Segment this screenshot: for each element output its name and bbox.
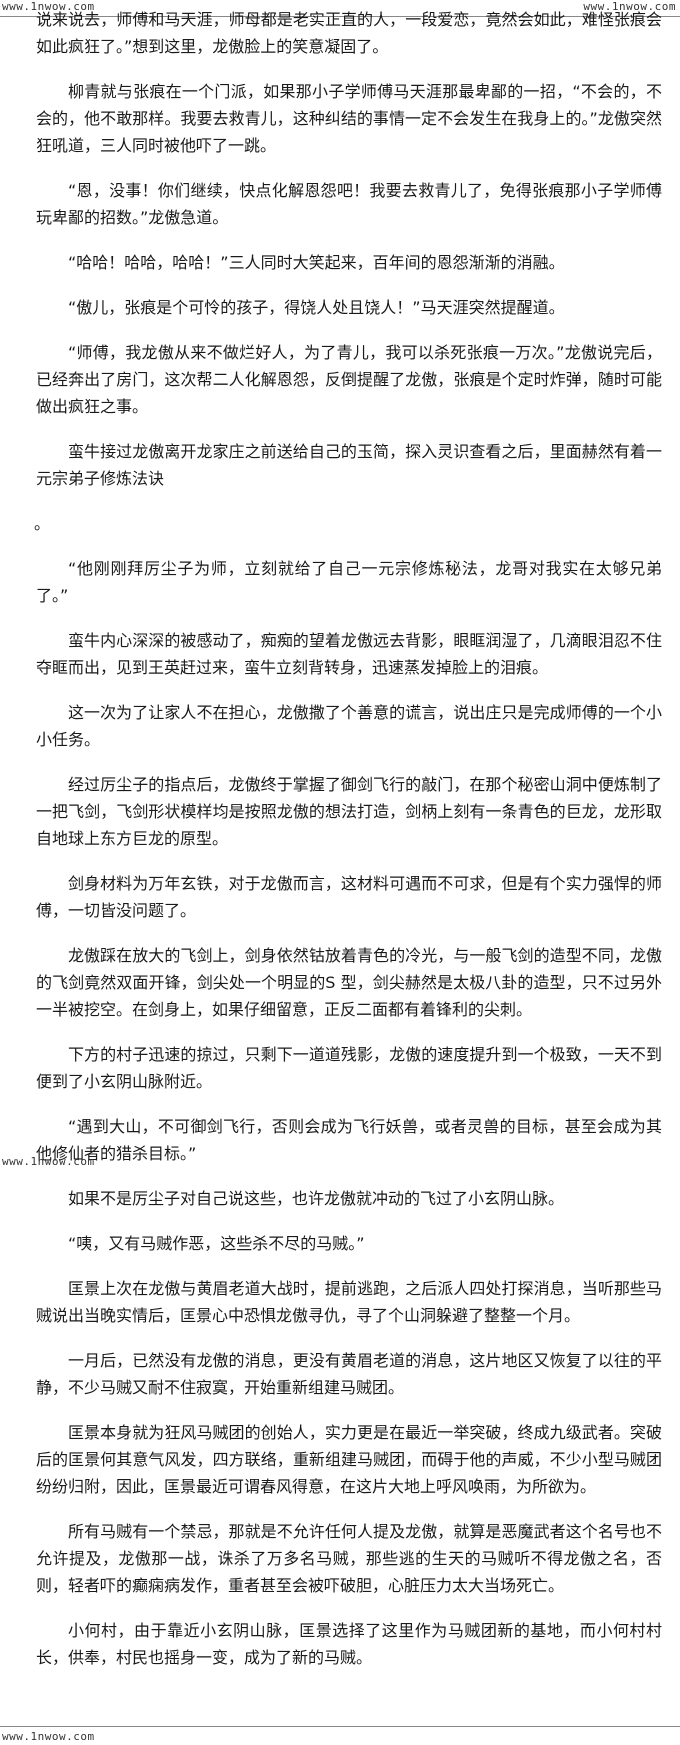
paragraph: 经过厉尘子的指点后，龙傲终于掌握了御剑飞行的敲门，在那个秘密山洞中便炼制了一把飞…: [36, 775, 662, 848]
paragraph: 柳青就与张痕在一个门派，如果那小子学师傅马天涯那最卑鄙的一招，“不会的，不会的，…: [36, 82, 662, 155]
document-body: 说来说去，师傅和马天涯，师母都是老实正直的人，一段爱恋，竟然会如此，难怪张痕会如…: [34, 6, 662, 1671]
paragraph: 匡景本身就为狂风马贼团的创始人，实力更是在最近一举突破，终成九级武者。突破后的匡…: [36, 1423, 662, 1496]
watermark-top-right: www.1nwow.com: [583, 0, 676, 13]
paragraph: 小何村，由于靠近小玄阴山脉，匡景选择了这里作为马贼团新的基地，而小何村村长，供奉…: [36, 1621, 662, 1667]
paragraph: 这一次为了让家人不在担心，龙傲撒了个善意的谎言，说出庄只是完成师傅的一个小小任务…: [36, 703, 662, 749]
paragraph: “咦，又有马贼作恶，这些杀不尽的马贼。”: [68, 1234, 365, 1253]
paragraph: “师傅，我龙傲从来不做烂好人，为了青儿，我可以杀死张痕一万次。”龙傲说完后，已经…: [36, 343, 662, 416]
paragraph: 龙傲踩在放大的飞剑上，剑身依然钴放着青色的冷光，与一般飞剑的造型不同，龙傲的飞剑…: [36, 946, 662, 1019]
paragraph: “哈哈！哈哈，哈哈！”三人同时大笑起来，百年间的恩怨渐渐的消融。: [68, 253, 565, 272]
paragraph: 一月后，已然没有龙傲的消息，更没有黄眉老道的消息，这片地区又恢复了以往的平静，不…: [36, 1351, 662, 1397]
paragraph: “遇到大山，不可御剑飞行，否则会成为飞行妖兽，或者灵兽的目标，甚至会成为其他修仙…: [36, 1117, 662, 1163]
top-divider: [0, 16, 680, 17]
paragraph: 所有马贼有一个禁忌，那就是不允许任何人提及龙傲，就算是恶魔武者这个名号也不允许提…: [36, 1522, 662, 1595]
paragraph: 蛮牛内心深深的被感动了，痴痴的望着龙傲远去背影，眼眶润湿了，几滴眼泪忍不住夺眶而…: [36, 631, 662, 677]
paragraph: 剑身材料为万年玄铁，对于龙傲而言，这材料可遇而不可求，但是有个实力强悍的师傅，一…: [36, 874, 662, 920]
paragraph: “恩，没事！你们继续，快点化解恩怨吧！我要去救青儿了，免得张痕那小子学师傅玩卑鄙…: [36, 181, 662, 227]
paragraph: 匡景上次在龙傲与黄眉老道大战时，提前逃跑，之后派人四处打探消息，当听那些马贼说出…: [36, 1279, 662, 1325]
paragraph: 下方的村子迅速的掠过，只剩下一道道残影，龙傲的速度提升到一个极致，一天不到便到了…: [36, 1045, 662, 1091]
watermark-middle-left: www.1nwow.com: [2, 1155, 95, 1168]
paragraph: 。: [34, 514, 51, 533]
paragraph: 蛮牛接过龙傲离开龙家庄之前送给自己的玉简，探入灵识查看之后，里面赫然有着一元宗弟…: [36, 442, 662, 488]
watermark-bottom-left: www.1nwow.com: [2, 1730, 95, 1743]
paragraph: “他刚刚拜厉尘子为师，立刻就给了自己一元宗修炼秘法，龙哥对我实在太够兄弟了。”: [36, 559, 662, 605]
paragraph: 说来说去，师傅和马天涯，师母都是老实正直的人，一段爱恋，竟然会如此，难怪张痕会如…: [36, 10, 662, 56]
paragraph: 如果不是厉尘子对自己说这些，也许龙傲就冲动的飞过了小玄阴山脉。: [68, 1189, 565, 1208]
watermark-top-left: www.1nwow.com: [2, 0, 95, 13]
paragraph: “傲儿，张痕是个可怜的孩子，得饶人处且饶人！”马天涯突然提醒道。: [68, 298, 565, 317]
bottom-divider: [0, 1726, 680, 1727]
